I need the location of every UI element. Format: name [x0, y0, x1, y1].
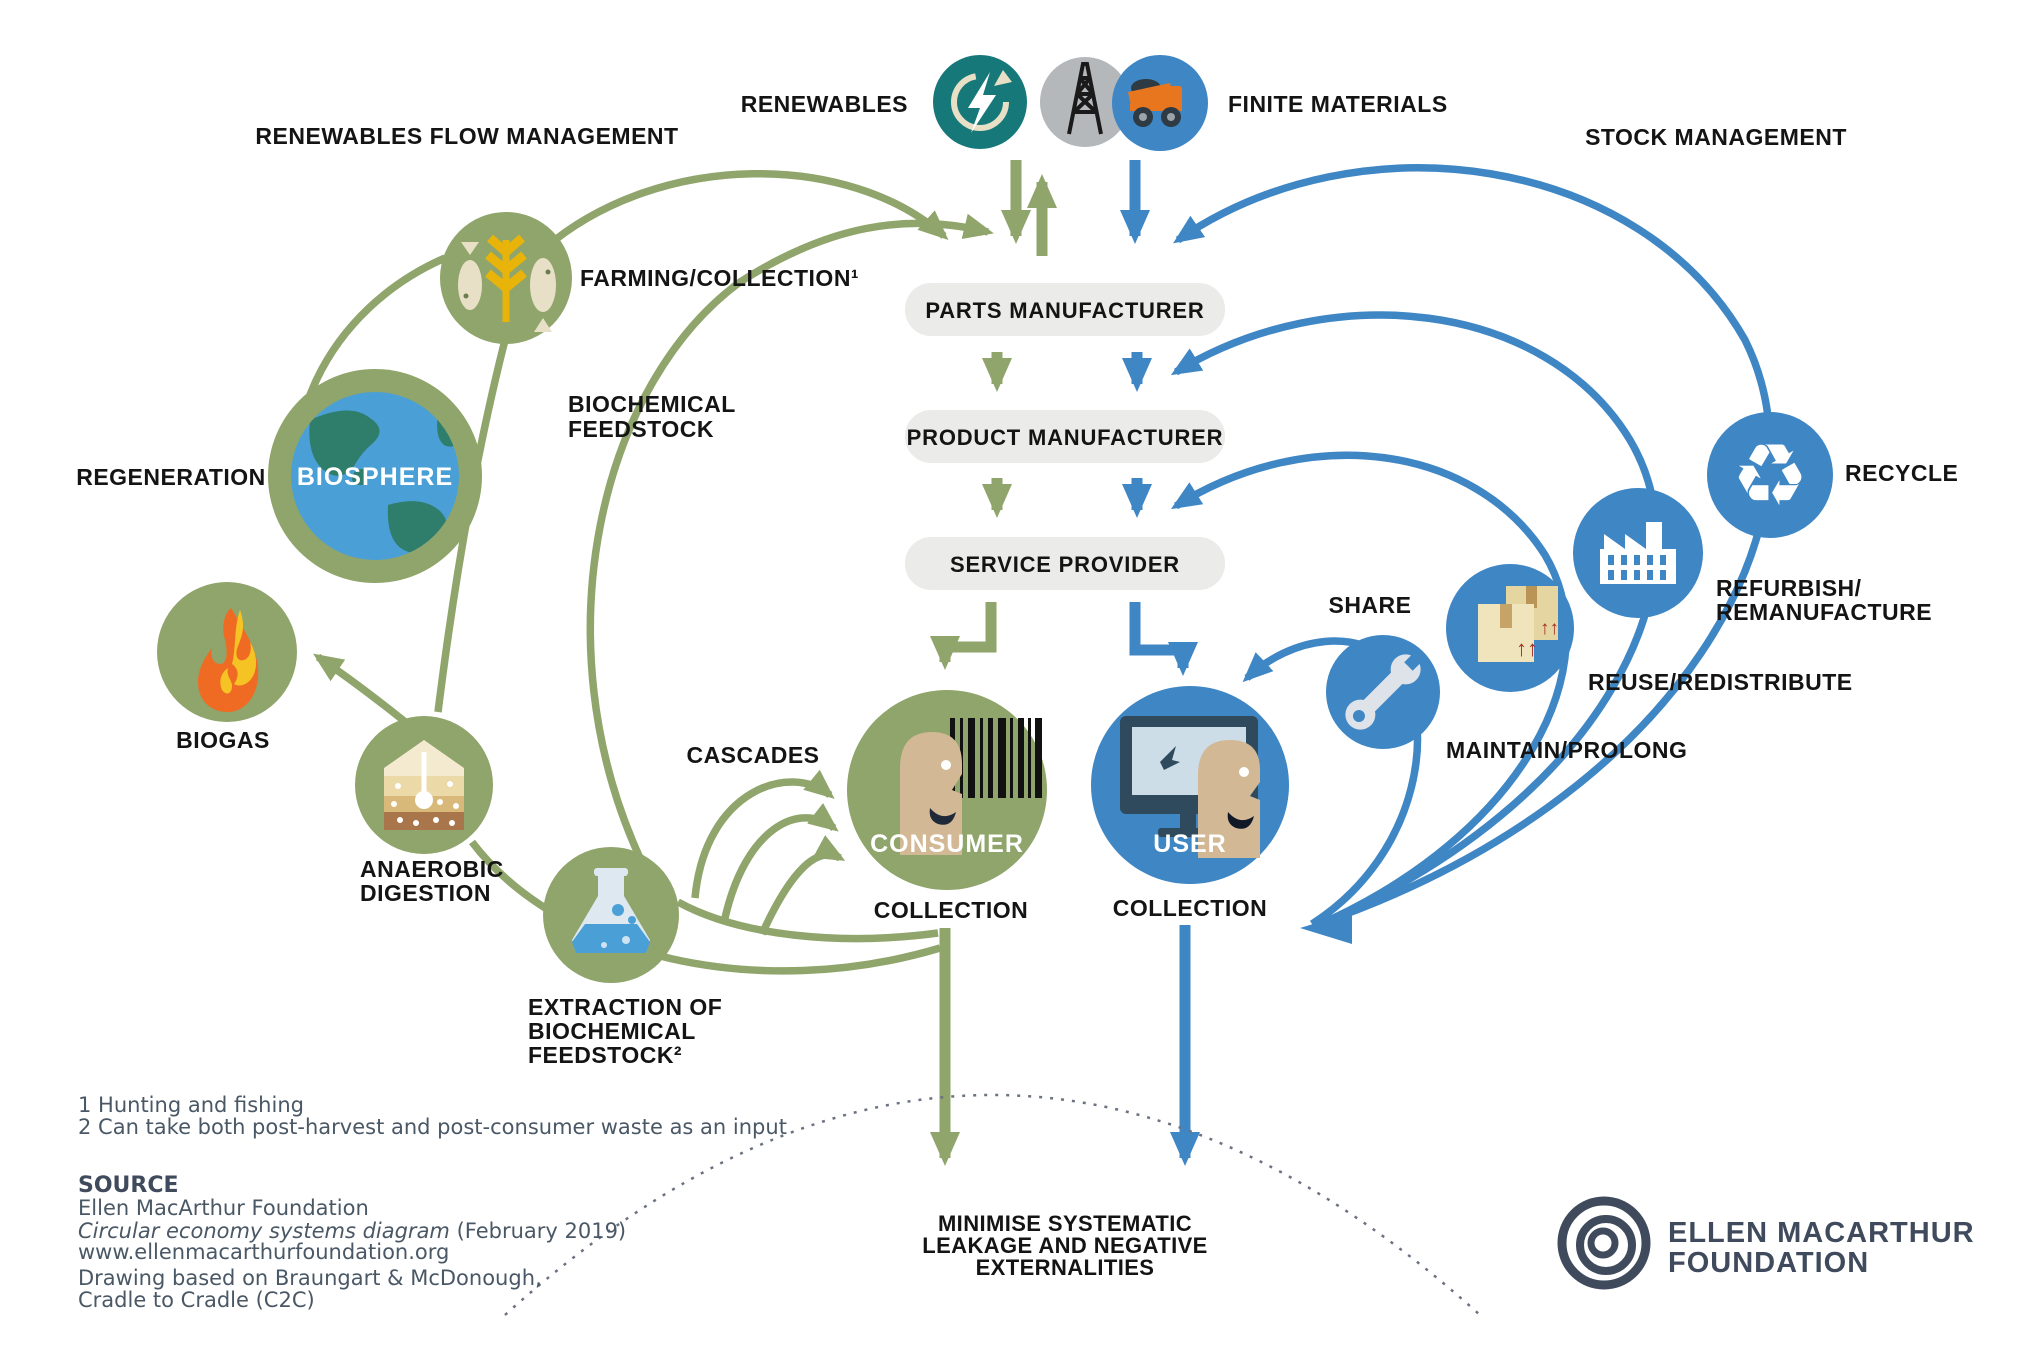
source-line-2-rest: (February 2019)	[450, 1219, 626, 1243]
mining-truck-icon	[1128, 79, 1182, 127]
regeneration-label: REGENERATION	[76, 464, 266, 490]
cascade-arrow-2	[721, 803, 839, 919]
parts-manufacturer-label: PARTS MANUFACTURER	[925, 298, 1204, 323]
farming-node	[440, 212, 572, 344]
finite-truck-badge	[1112, 55, 1208, 151]
collection-right-label: COLLECTION	[1113, 895, 1268, 921]
cascade-arrow-3	[758, 835, 846, 936]
minimise-label-2: LEAKAGE AND NEGATIVE	[922, 1233, 1207, 1258]
renewables-badge	[933, 55, 1027, 149]
collection-to-anaerobic-curve	[469, 839, 942, 975]
source-line-4: Drawing based on Braungart & McDonough,	[78, 1266, 542, 1290]
foundation-logo: ELLEN MACARTHUR FOUNDATION	[1557, 1196, 1975, 1290]
biosphere-node: BIOSPHERE	[268, 369, 482, 583]
logo-concentric-circles-icon	[1557, 1196, 1651, 1290]
farming-collection-label: FARMING/COLLECTION¹	[580, 265, 859, 291]
recycle-arrows-icon: ♻	[1731, 428, 1808, 524]
source-line-1: Ellen MacArthur Foundation	[78, 1196, 369, 1220]
footnote-1: 1 Hunting and fishing	[78, 1093, 304, 1117]
footnote-2: 2 Can take both post-harvest and post-co…	[78, 1115, 787, 1139]
source-title: SOURCE	[78, 1173, 179, 1198]
extraction-label-3: FEEDSTOCK²	[528, 1042, 682, 1068]
loops-return-arrowhead	[1300, 912, 1352, 944]
soil-layers-icon	[384, 740, 464, 830]
person-barcode-icon	[900, 718, 1042, 855]
reuse-box-arrows: ↑↑	[1516, 636, 1538, 661]
service-provider-box: SERVICE PROVIDER	[905, 537, 1225, 590]
user-node: USER	[1091, 686, 1289, 884]
biochemical-feedstock-arrow	[586, 213, 994, 860]
energy-cycle-ring-icon	[951, 73, 1009, 131]
biogas-label: BIOGAS	[176, 727, 270, 753]
minimise-label-1: MINIMISE SYSTEMATIC	[938, 1211, 1192, 1236]
source-line-2-italic: Circular economy systems diagram	[78, 1219, 450, 1243]
oil-derrick-icon	[1067, 62, 1103, 135]
extraction-label-2: BIOCHEMICAL	[528, 1018, 696, 1044]
factory-icon	[1600, 522, 1676, 584]
recycle-node: ♻	[1707, 412, 1833, 538]
maintain-prolong-label: MAINTAIN/PROLONG	[1446, 737, 1687, 763]
extraction-node	[543, 847, 679, 983]
farming-to-parts-arrow	[542, 170, 949, 251]
service-to-consumer-elbow-arrow	[930, 602, 997, 670]
boxes-icon: ↑↑ ↑↑	[1478, 586, 1559, 662]
refurbish-label-2: REMANUFACTURE	[1716, 599, 1932, 625]
maintain-node	[1326, 635, 1440, 749]
collection-left-label: COLLECTION	[874, 897, 1029, 923]
person-computer-icon	[1120, 716, 1260, 858]
reuse-loop	[1170, 451, 1571, 931]
biosphere-label: BIOSPHERE	[297, 463, 453, 491]
collection-to-extraction-curve	[676, 898, 939, 943]
recycle-label: RECYCLE	[1845, 460, 1958, 486]
anaerobic-label-2: DIGESTION	[360, 880, 491, 906]
recycle-circle	[1707, 412, 1833, 538]
minimise-label-3: EXTERNALITIES	[976, 1255, 1155, 1280]
parts-manufacturer-box: PARTS MANUFACTURER	[905, 283, 1225, 336]
energy-cycle-arrowhead-icon	[994, 70, 1012, 86]
flame-icon	[198, 608, 259, 712]
anaerobic-node	[355, 716, 493, 854]
biogas-node	[157, 582, 297, 722]
center-column-arrows	[930, 160, 1200, 1166]
product-manufacturer-box: PRODUCT MANUFACTURER	[905, 410, 1225, 463]
cascades-label: CASCADES	[686, 742, 819, 768]
source-line-2: Circular economy systems diagram (Februa…	[78, 1219, 626, 1243]
cascade-arrow-1	[691, 769, 835, 899]
refurbish-loop	[1170, 311, 1661, 930]
finite-derrick-badge	[1040, 57, 1130, 147]
consumer-node: CONSUMER	[847, 690, 1047, 890]
reuse-box-arrows-2: ↑↑	[1540, 618, 1559, 639]
biochemical-feedstock-label-2: FEEDSTOCK	[568, 416, 714, 442]
recycle-loop	[1173, 164, 1774, 928]
biological-cycle-loops	[291, 170, 994, 975]
wheat-and-fish-icon	[458, 234, 556, 332]
finite-materials-label: FINITE MATERIALS	[1228, 91, 1448, 117]
product-manufacturer-label: PRODUCT MANUFACTURER	[907, 425, 1224, 450]
service-provider-label: SERVICE PROVIDER	[950, 552, 1180, 577]
logo-text-1: ELLEN MACARTHUR	[1668, 1217, 1975, 1249]
refurbish-label-1: REFURBISH/	[1716, 575, 1862, 601]
biochemical-feedstock-label-1: BIOCHEMICAL	[568, 391, 736, 417]
source-line-3: www.ellenmacarthurfoundation.org	[78, 1240, 449, 1264]
stock-management-label: STOCK MANAGEMENT	[1585, 124, 1847, 150]
footnotes: 1 Hunting and fishing 2 Can take both po…	[78, 1093, 787, 1312]
reuse-node: ↑↑ ↑↑	[1446, 564, 1574, 692]
anaerobic-label-1: ANAEROBIC	[360, 856, 504, 882]
consumer-label: CONSUMER	[870, 830, 1024, 858]
reuse-redistribute-label: REUSE/REDISTRIBUTE	[1588, 669, 1853, 695]
share-label: SHARE	[1328, 592, 1411, 618]
refurbish-node	[1573, 488, 1703, 618]
logo-text-2: FOUNDATION	[1668, 1247, 1869, 1279]
lightning-icon	[968, 72, 996, 133]
flask-icon	[572, 868, 650, 953]
renewables-label: RENEWABLES	[741, 91, 908, 117]
wrench-icon	[1345, 650, 1425, 730]
source-line-5: Cradle to Cradle (C2C)	[78, 1288, 315, 1312]
renewables-flow-management-label: RENEWABLES FLOW MANAGEMENT	[255, 123, 678, 149]
extraction-label-1: EXTRACTION OF	[528, 994, 722, 1020]
user-label: USER	[1153, 830, 1226, 858]
service-to-user-elbow-arrow	[1129, 602, 1198, 676]
